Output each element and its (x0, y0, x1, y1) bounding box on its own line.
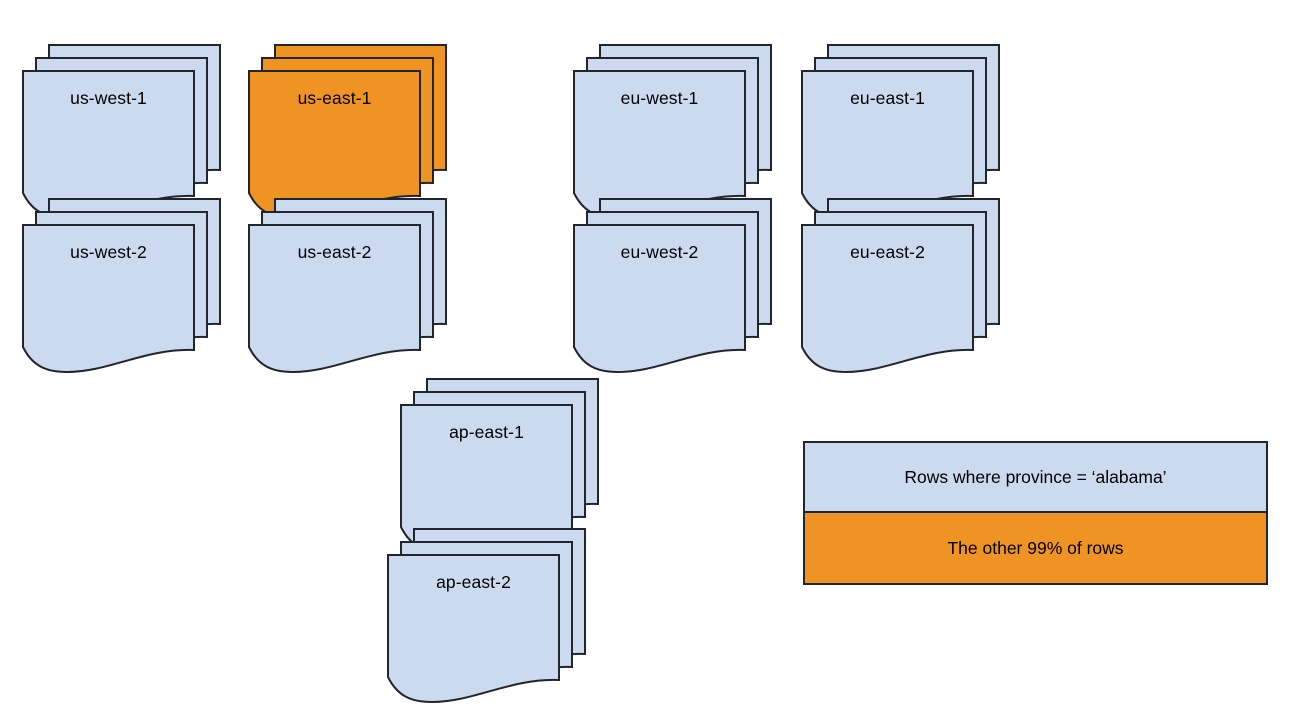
stack-sheets-eu-east-1 (801, 44, 1000, 220)
stack-sheets-us-west-2 (22, 198, 221, 374)
stack-sheets-us-west-1 (22, 44, 221, 220)
data-stack-eu-west-1[interactable] (573, 44, 778, 233)
stack-sheets-eu-east-2 (801, 198, 1000, 374)
legend: Rows where province = ‘alabama’ The other… (803, 441, 1268, 585)
sheet-3 (573, 224, 746, 374)
data-stack-ap-east-2[interactable] (387, 528, 592, 717)
stack-sheets-ap-east-2 (387, 528, 586, 704)
legend-orange-text: The other 99% of rows (947, 537, 1124, 558)
legend-orange: The other 99% of rows (805, 513, 1266, 583)
stack-sheets-eu-west-1 (573, 44, 772, 220)
sheet-3 (22, 224, 195, 374)
data-stack-eu-east-2[interactable] (801, 198, 1006, 387)
sheet-3 (248, 224, 421, 374)
data-stack-us-west-1[interactable] (22, 44, 227, 233)
sheet-3 (22, 70, 195, 220)
legend-blue-text: Rows where province = ‘alabama’ (904, 466, 1167, 487)
sheet-3 (248, 70, 421, 220)
data-stack-us-east-2[interactable] (248, 198, 453, 387)
stack-sheets-eu-west-2 (573, 198, 772, 374)
sheet-3 (801, 224, 974, 374)
data-stack-us-east-1[interactable] (248, 44, 453, 233)
sheet-3 (573, 70, 746, 220)
legend-blue: Rows where province = ‘alabama’ (805, 443, 1266, 514)
data-stack-eu-west-2[interactable] (573, 198, 778, 387)
data-stack-eu-east-1[interactable] (801, 44, 1006, 233)
stack-sheets-us-east-1 (248, 44, 447, 220)
stack-sheets-us-east-2 (248, 198, 447, 374)
sheet-3 (801, 70, 974, 220)
data-stack-us-west-2[interactable] (22, 198, 227, 387)
